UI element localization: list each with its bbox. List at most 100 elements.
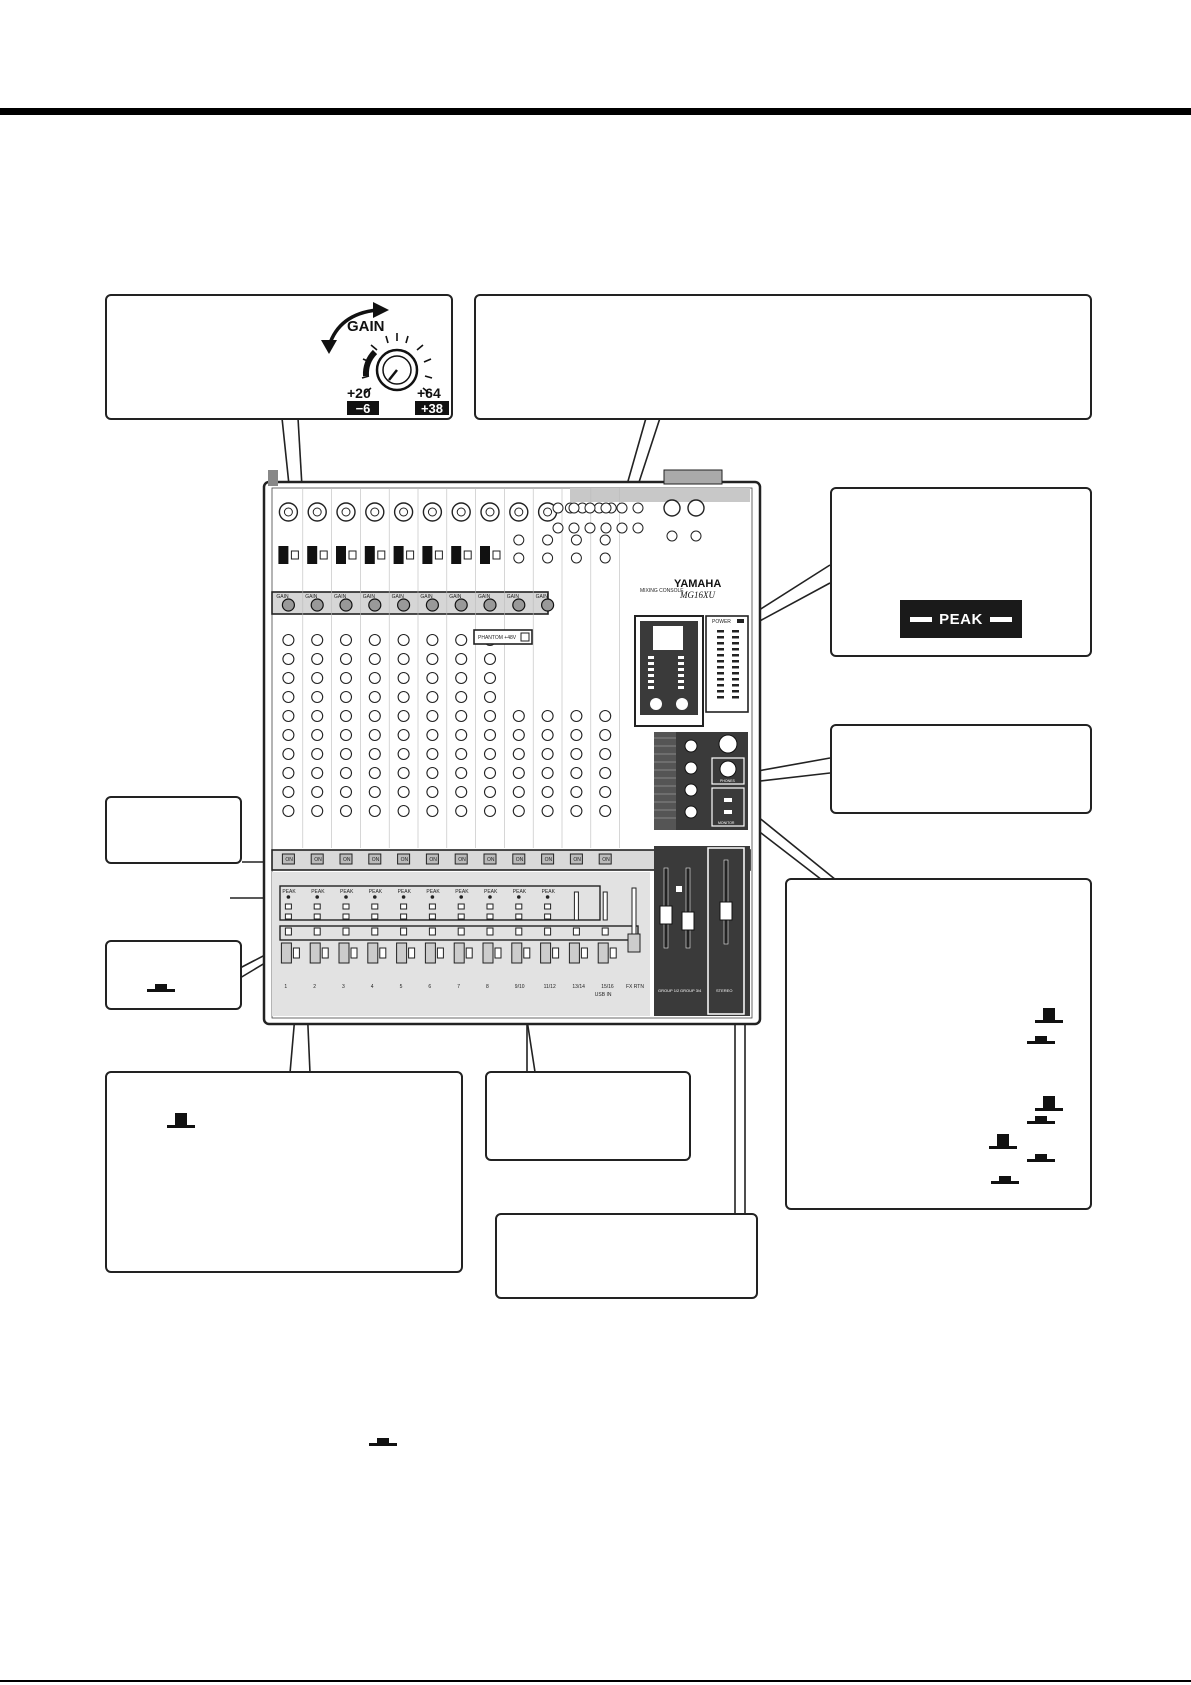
channel-knob <box>455 747 468 761</box>
channel-knob <box>455 652 468 666</box>
meter-led <box>717 696 724 699</box>
meter-led <box>732 696 739 699</box>
channel-number: 13/14 <box>572 984 585 990</box>
pfl-button <box>515 927 523 936</box>
pfl-button <box>371 927 379 936</box>
pfl-button <box>601 927 609 936</box>
group-12-fader-cap <box>659 905 673 925</box>
pfl-button <box>457 927 465 936</box>
group-34-label: GROUP 3/4 <box>680 988 702 993</box>
pfl-button <box>428 927 436 936</box>
channel-knob <box>339 633 353 647</box>
on-button-label: ON <box>285 857 293 863</box>
channel-gain-knob <box>281 598 295 612</box>
channel-gain-label: GAIN <box>276 594 289 600</box>
pfl-button <box>342 927 350 936</box>
monitor-label: MONITOR <box>718 821 735 825</box>
peak-led <box>517 895 521 899</box>
group-stereo-section: GROUP 1/2 GROUP 3/4 STEREO <box>654 846 750 1016</box>
leader-meter-bottom <box>755 582 831 624</box>
peak-led <box>459 895 463 899</box>
channel-knob <box>311 633 324 647</box>
channel-knob <box>455 709 468 723</box>
channel-knob <box>397 709 410 723</box>
meter-led <box>717 684 724 687</box>
channel-knob <box>483 766 497 780</box>
phantom-switch <box>520 632 530 642</box>
channel-knob <box>282 766 295 780</box>
channel-knob <box>397 747 410 761</box>
meter-led <box>732 678 739 681</box>
channel-knob <box>397 785 410 799</box>
peak-led-label: PEAK <box>369 889 383 895</box>
on-button <box>541 853 555 865</box>
stereo-input-jack <box>599 534 611 546</box>
callout-phones <box>830 724 1092 814</box>
output-jack <box>632 502 644 514</box>
channel-knob <box>339 652 353 666</box>
peak-led <box>488 895 492 899</box>
peak-led-label: PEAK <box>398 889 412 895</box>
stereo-input-jack <box>513 552 525 564</box>
channel-knob <box>426 804 439 818</box>
pfl-button <box>313 927 321 936</box>
button-down-icon <box>1035 1116 1047 1122</box>
meter-led <box>717 666 724 669</box>
channel-knob <box>368 633 381 647</box>
hpf-switch <box>307 546 318 564</box>
channel-gain-label: GAIN <box>305 594 318 600</box>
group-34-fader-cap <box>681 911 695 931</box>
output-jack <box>616 522 628 534</box>
button-up-icon <box>1043 1096 1055 1110</box>
leader-phones-top <box>751 757 831 773</box>
channel-gain-knob <box>310 598 324 612</box>
on-button <box>368 853 382 865</box>
phones-label: PHONES <box>720 779 735 783</box>
channel-knob <box>397 633 410 647</box>
output-jack <box>584 502 596 514</box>
channel-knob <box>282 728 295 742</box>
channel-knob <box>368 709 381 723</box>
leader-meter-top <box>755 564 831 613</box>
on-button <box>512 853 526 865</box>
channel-knob <box>282 804 295 818</box>
channel-knob <box>282 671 295 685</box>
channel-knob <box>311 785 324 799</box>
channel-gain-label: GAIN <box>449 594 462 600</box>
hpf-switch <box>393 546 404 564</box>
stereo-fader-slot <box>573 891 579 921</box>
channel-knob <box>541 804 554 818</box>
channel-number: 15/16 <box>601 984 614 990</box>
channel-knob <box>311 747 324 761</box>
peak-led <box>344 895 348 899</box>
on-button-label: ON <box>314 857 322 863</box>
output-jack <box>616 502 628 514</box>
channel-fader-cap <box>309 942 321 964</box>
meter-led <box>732 636 739 639</box>
meter-led <box>732 684 739 687</box>
leader-monitor-right <box>756 815 837 881</box>
stereo-fader-cap <box>719 901 733 921</box>
on-button-label: ON <box>487 857 495 863</box>
meter-led <box>717 636 724 639</box>
power-label: POWER <box>712 619 731 625</box>
channel-gain-label: GAIN <box>334 594 347 600</box>
usb-display <box>653 626 683 650</box>
channel-knob <box>512 804 525 818</box>
mixer-svg: GAINONPEAK1GAINONPEAK2GAINONPEAK3GAINONP… <box>262 469 762 1026</box>
on-button-label: ON <box>573 857 581 863</box>
peak-led-label: PEAK <box>426 889 440 895</box>
channel-knob <box>426 785 439 799</box>
top-rule <box>0 108 1191 115</box>
channel-knob <box>368 747 381 761</box>
stereo-fader-slot <box>602 891 608 921</box>
leader-faders-right <box>526 1019 536 1073</box>
channel-knob <box>311 766 324 780</box>
button-up-icon <box>997 1134 1009 1148</box>
channel-knob <box>483 747 497 761</box>
pfl-button <box>284 927 292 936</box>
channel-knob <box>455 728 468 742</box>
output-jack <box>632 522 644 534</box>
on-button <box>339 853 353 865</box>
channel-knob <box>339 747 353 761</box>
